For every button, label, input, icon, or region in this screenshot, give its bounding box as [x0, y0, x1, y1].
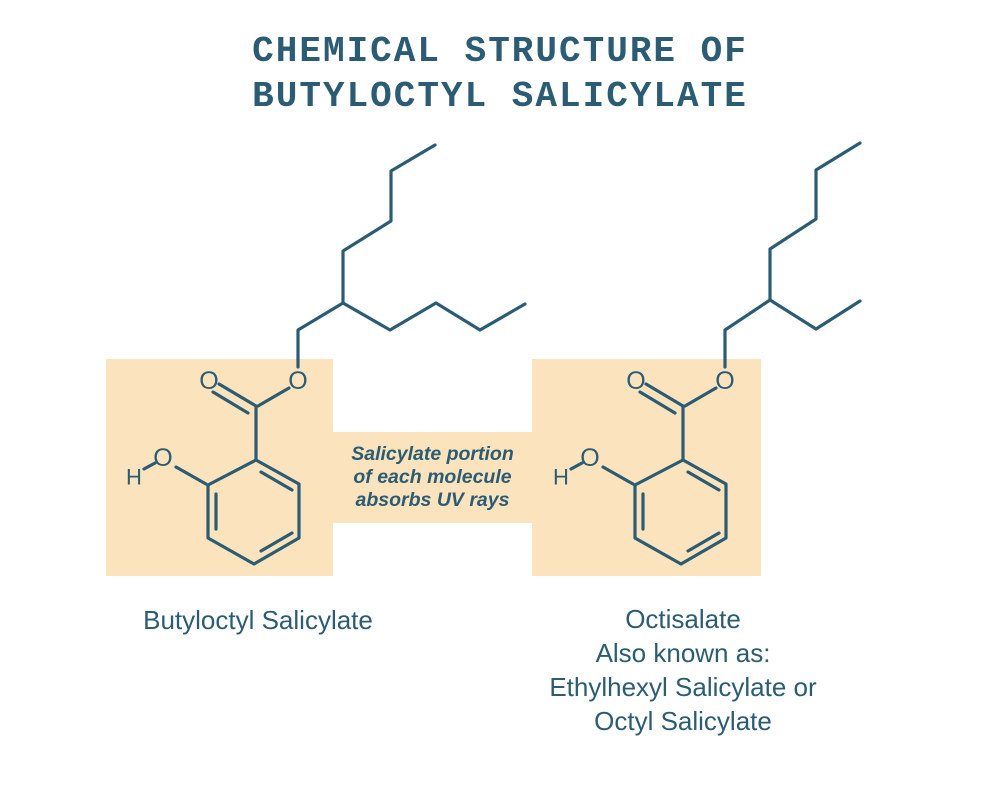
right-hydroxyl-ring-bond	[601, 465, 635, 486]
right-label-line-3: Ethylhexyl Salicylate or	[549, 672, 817, 702]
right-molecule-structure: O O O H	[553, 141, 862, 566]
diagram-title: CHEMICAL STRUCTURE OF BUTYLOCTYL SALICYL…	[0, 29, 1000, 119]
title-line-2: BUTYLOCTYL SALICYLATE	[252, 76, 748, 117]
connector-band-highlight	[333, 432, 532, 523]
right-ester-c-o-bond	[683, 386, 718, 408]
uv-absorption-caption: Salicylate portion of each molecule abso…	[333, 433, 532, 522]
right-carbonyl-oxygen-label: O	[626, 367, 645, 395]
caption-line-3: absorbs UV rays	[355, 489, 510, 511]
title-line-1: CHEMICAL STRUCTURE OF	[252, 31, 748, 72]
left-ester-oxygen-label: O	[288, 367, 307, 395]
right-carbonyl-double-bond-1	[644, 382, 685, 408]
right-carbonyl-double-bond-2	[638, 390, 677, 415]
left-hydroxyl-ring-bond	[174, 465, 208, 486]
right-hydroxyl-h-bond	[569, 461, 584, 471]
left-carbonyl-double-bond-2	[211, 390, 250, 415]
caption-line-1: Salicylate portion	[351, 443, 514, 465]
left-ring-inner-bond-1	[259, 470, 294, 492]
left-carbonyl-oxygen-label: O	[199, 367, 218, 395]
left-hydroxyl-oxygen-label: O	[153, 444, 172, 472]
right-label-line-2: Also known as:	[595, 638, 771, 668]
right-alkyl-ethyl-branch	[768, 298, 862, 331]
left-alkyl-branch-chain	[341, 301, 527, 332]
left-molecule-name-label: Butyloctyl Salicylate	[143, 605, 373, 635]
left-ester-c-o-bond	[256, 386, 291, 408]
right-benzene-ring	[633, 458, 728, 566]
left-alkyl-main-chain	[296, 143, 437, 369]
right-molecule-name-label: Octisalate Also known as: Ethylhexyl Sal…	[483, 602, 883, 738]
right-ring-inner-bond-3	[686, 531, 721, 553]
right-ring-inner-bond-1	[686, 470, 721, 492]
left-benzene-ring	[206, 458, 301, 566]
left-molecule-structure: O O O H	[126, 143, 527, 566]
right-label-line-1: Octisalate	[625, 604, 741, 634]
right-hydroxyl-hydrogen-label: H	[553, 465, 569, 490]
right-alkyl-main-chain	[723, 141, 862, 369]
right-hydroxyl-oxygen-label: O	[580, 444, 599, 472]
left-carbonyl-double-bond-1	[217, 382, 258, 408]
caption-line-2: of each molecule	[353, 466, 512, 488]
right-label-line-4: Octyl Salicylate	[594, 706, 772, 736]
right-ester-oxygen-label: O	[715, 367, 734, 395]
left-ring-inner-bond-3	[259, 531, 294, 553]
left-hydroxyl-hydrogen-label: H	[126, 465, 142, 490]
left-hydroxyl-h-bond	[142, 461, 157, 471]
